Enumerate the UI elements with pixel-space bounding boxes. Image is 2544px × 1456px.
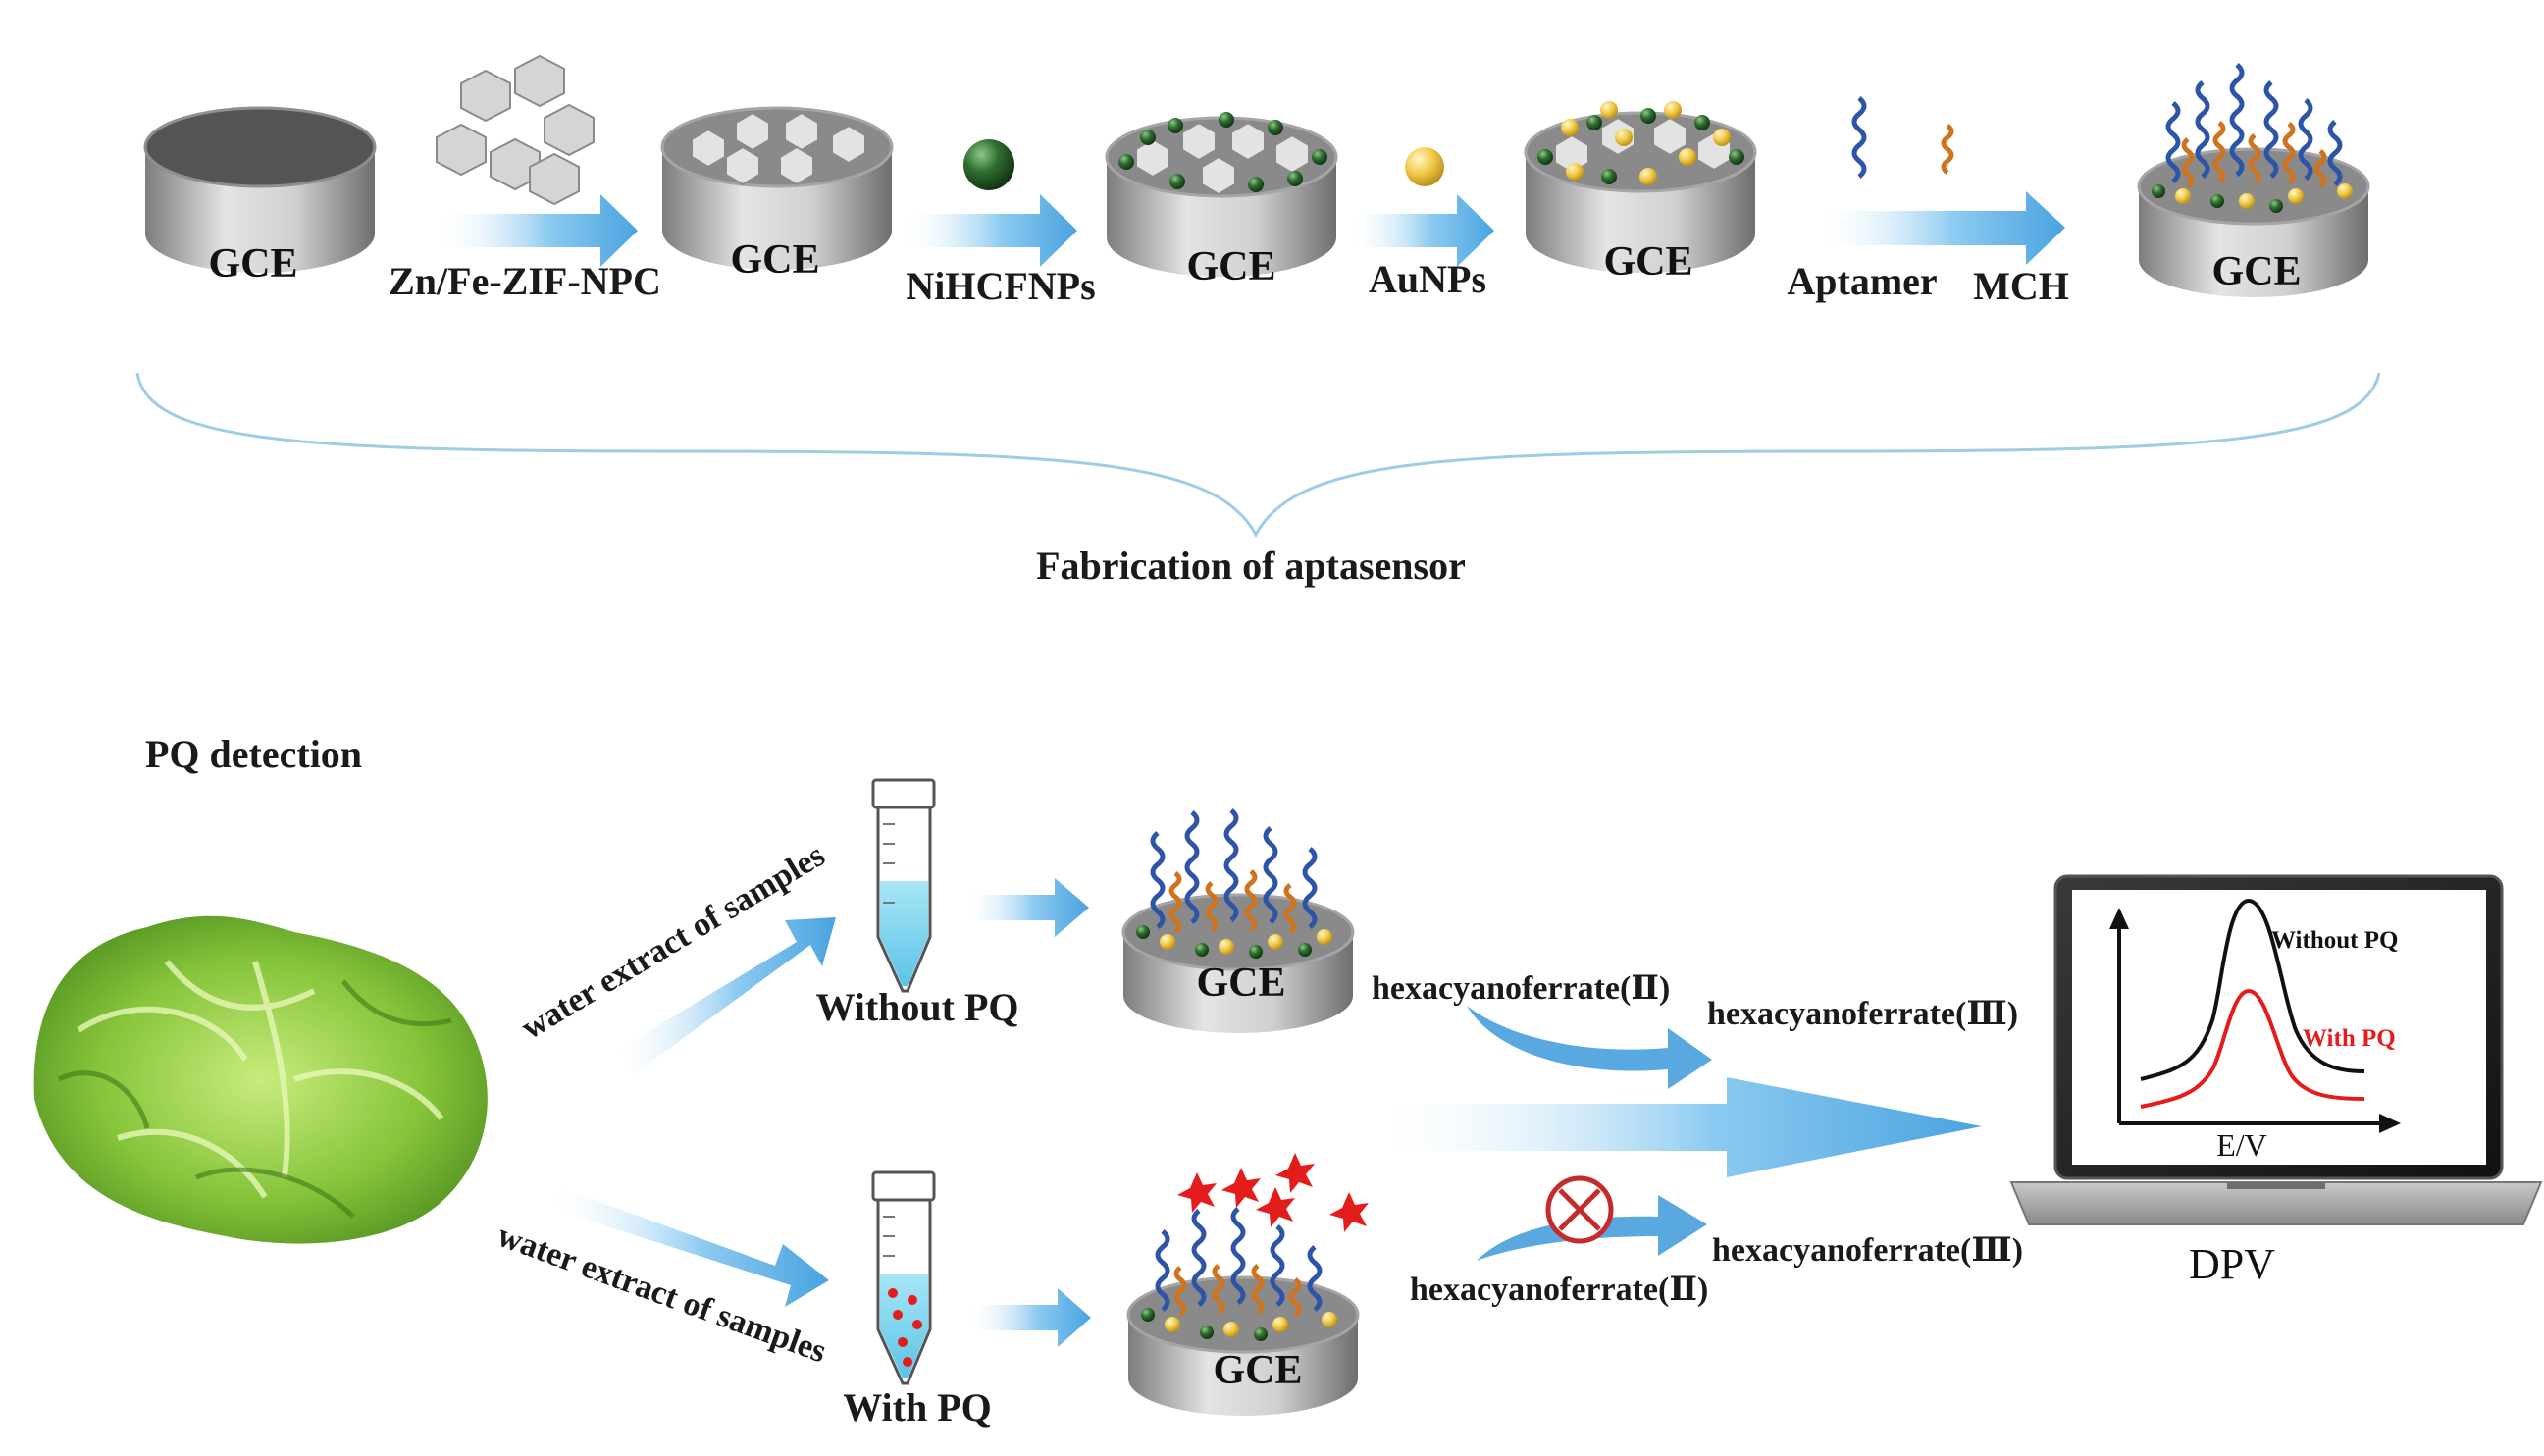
dpv-plot: Without PQ With PQ E/V [2109, 898, 2401, 1163]
electrode-bare: GCE [143, 106, 377, 286]
electrode-upper-aptasensor: GCE [1121, 808, 1355, 1033]
electrode-aunps: GCE [1524, 101, 1757, 285]
fabrication-caption: Fabrication of aptasensor [1036, 544, 1466, 588]
lower-probe-out: hexacyanoferrate(Ⅲ) [1712, 1232, 2023, 1269]
fabrication-row: GCE Zn/Fe-ZIF-NPC GCE [135, 54, 2381, 588]
electrode-zif: GCE [660, 106, 894, 283]
gce-label: GCE [1186, 244, 1275, 289]
detection-section: PQ detection water extract of samples wa… [33, 732, 2543, 1430]
upper-path-label: water extract of samples [515, 837, 831, 1047]
electrode-nihcf: GCE [1105, 112, 1338, 289]
upper-probe-in: hexacyanoferrate(Ⅱ) [1372, 970, 1670, 1007]
step-label-aptamer: Aptamer [1787, 259, 1937, 303]
arrow-upper-path [618, 917, 836, 1074]
pq-molecules [1177, 1153, 1369, 1232]
tube-without-label: Without PQ [815, 985, 1018, 1029]
tube-without-pq [871, 778, 936, 993]
x-axis-arrowhead [2379, 1114, 2401, 1133]
arrow-step-2 [908, 194, 1077, 267]
arrow-step-3 [1354, 194, 1494, 267]
arrow-upper-redox [1467, 1006, 1712, 1089]
tube-with-label: With PQ [843, 1385, 992, 1430]
step-label-mch: MCH [1973, 264, 2069, 308]
x-axis-label: E/V [2216, 1127, 2267, 1163]
dpv-label: DPV [2189, 1240, 2275, 1288]
legend-with: With PQ [2303, 1025, 2396, 1052]
fabrication-brace [135, 372, 2381, 539]
aptamer-strand-icon [1851, 96, 1867, 179]
aunp-particle-icon [1405, 147, 1444, 186]
gce-label: GCE [1213, 1348, 1302, 1393]
tube-with-pq [871, 1170, 936, 1385]
step-label-nihcf: NiHCFNPs [906, 264, 1095, 308]
lower-probe-in: hexacyanoferrate(Ⅱ) [1410, 1272, 1708, 1308]
arrow-lower-path [552, 1187, 829, 1307]
step-label-aunps: AuNPs [1369, 257, 1486, 301]
gce-label: GCE [1196, 961, 1285, 1006]
arrow-tube-upper [966, 878, 1089, 937]
arrow-to-dpv [1383, 1077, 1982, 1177]
legend-without: Without PQ [2271, 927, 2398, 954]
laptop [2009, 874, 2543, 1225]
gce-label: GCE [208, 241, 297, 286]
zif-crystals-icon [436, 54, 595, 206]
gce-label: GCE [1603, 239, 1692, 285]
arrow-step-1 [441, 194, 638, 267]
mch-strand-icon [1941, 124, 1954, 175]
gce-label: GCE [730, 237, 819, 283]
arrow-step-4 [1820, 191, 2065, 265]
curve-with-pq [2140, 988, 2365, 1109]
arrow-tube-lower [971, 1288, 1091, 1347]
lettuce-image [33, 915, 488, 1244]
electrode-aptasensor: GCE [2137, 63, 2370, 297]
blocked-icon [1545, 1175, 1614, 1244]
upper-probe-out: hexacyanoferrate(Ⅲ) [1707, 996, 2018, 1032]
electrode-lower-aptasensor: GCE [1126, 1153, 1369, 1416]
y-axis-arrowhead [2109, 908, 2129, 929]
detection-heading: PQ detection [145, 732, 362, 776]
step-label-zif: Zn/Fe-ZIF-NPC [389, 259, 661, 303]
curve-without-pq [2140, 898, 2365, 1081]
gce-label: GCE [2211, 249, 2301, 294]
nihcf-particle-icon [963, 139, 1014, 190]
